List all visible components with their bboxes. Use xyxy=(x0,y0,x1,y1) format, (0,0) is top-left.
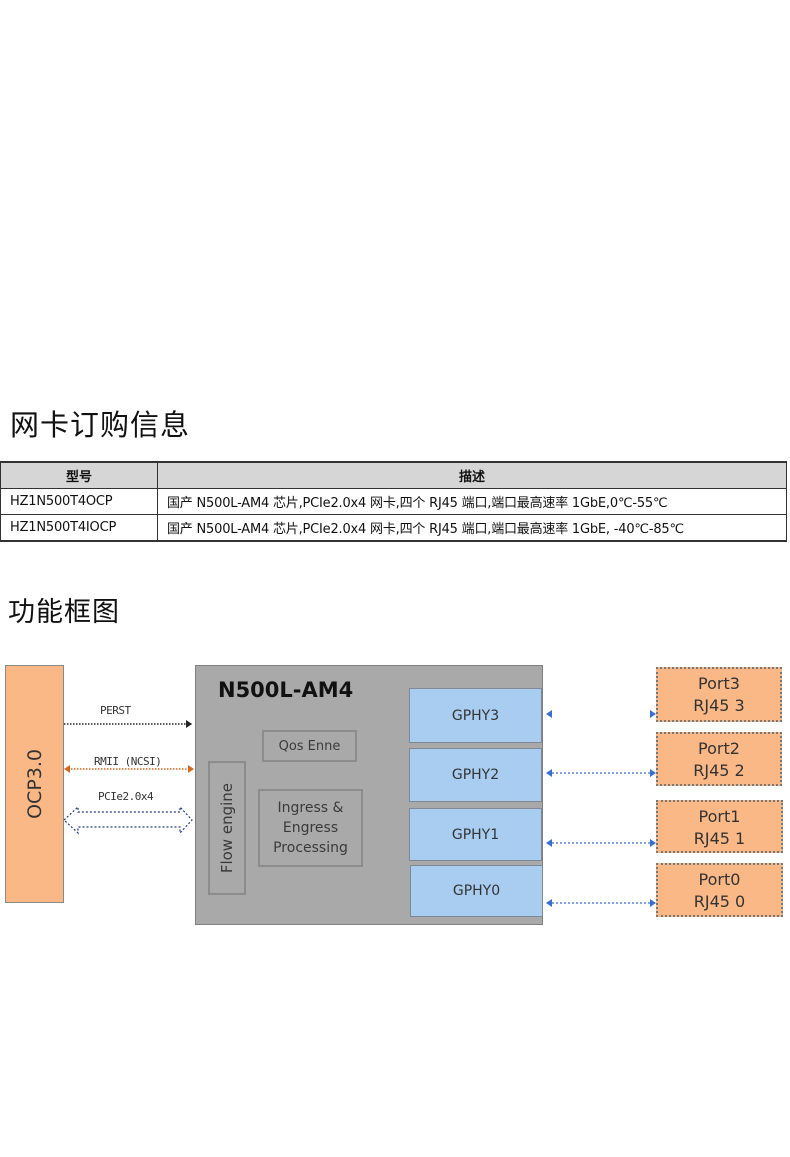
port0-jack: RJ45 0 xyxy=(693,892,746,911)
port2-block: Port2 RJ45 2 xyxy=(656,732,782,786)
port1-name: Port1 xyxy=(698,807,741,826)
gphy3-block: GPHY3 xyxy=(409,688,542,743)
port3-arrowhead-right xyxy=(650,710,656,718)
column-header-model: 型号 xyxy=(0,461,158,489)
port2-jack: RJ45 2 xyxy=(693,761,745,780)
port1-jack: RJ45 1 xyxy=(693,829,746,848)
port1-block: Port1 RJ45 1 xyxy=(656,800,783,853)
perst-arrowhead xyxy=(186,720,192,728)
port3-arrowhead-left xyxy=(546,710,552,718)
model-cell: HZ1N500T4OCP xyxy=(0,488,158,515)
table-row: HZ1N500T4OCP 国产 N500L-AM4 芯片,PCIe2.0x4 网… xyxy=(0,488,787,515)
port0-block: Port0 RJ45 0 xyxy=(656,863,783,917)
pcie-link xyxy=(63,805,193,835)
order-info-title: 网卡订购信息 xyxy=(10,408,191,442)
table-header-row: 型号 描述 xyxy=(0,461,787,489)
description-cell: 国产 N500L-AM4 芯片,PCIe2.0x4 网卡,四个 RJ45 端口,… xyxy=(157,488,787,515)
qos-engine-label: Qos Enne xyxy=(278,738,341,754)
ncsi-arrowhead-right xyxy=(188,765,194,773)
function-diagram-title: 功能框图 xyxy=(8,597,120,628)
flow-engine-block: Flow engine xyxy=(208,761,246,895)
port2-name: Port2 xyxy=(698,739,740,758)
ncsi-arrowhead-left xyxy=(64,765,70,773)
ocp-host-block: OCP3.0 xyxy=(5,665,64,903)
gphy0-block: GPHY0 xyxy=(410,865,543,917)
port3-block: Port3 RJ45 3 xyxy=(656,667,782,722)
gphy2-label: GPHY2 xyxy=(451,767,500,783)
description-cell: 国产 N500L-AM4 芯片,PCIe2.0x4 网卡,四个 RJ45 端口,… xyxy=(157,514,787,542)
link-lines xyxy=(63,710,656,907)
port-links xyxy=(546,710,656,907)
pcie-label: PCIe2.0x4 xyxy=(98,790,154,803)
flow-engine-label: Flow engine xyxy=(218,782,236,874)
port2-arrowhead-right xyxy=(650,769,656,777)
port3-jack: RJ45 3 xyxy=(693,696,745,715)
table-row: HZ1N500T4IOCP 国产 N500L-AM4 芯片,PCIe2.0x4 … xyxy=(0,514,787,542)
order-table: 型号 描述 HZ1N500T4OCP 国产 N500L-AM4 芯片,PCIe2… xyxy=(0,461,787,542)
gphy3-label: GPHY3 xyxy=(451,707,500,724)
perst-label: PERST xyxy=(100,704,131,717)
chip-name: N500L-AM4 xyxy=(218,678,354,702)
ncsi-label: RMII (NCSI) xyxy=(94,755,162,768)
ingress-engress-label: Ingress & Engress Processing xyxy=(273,800,348,856)
port0-arrowhead-right xyxy=(650,899,656,907)
port1-arrowhead-right xyxy=(650,839,656,847)
block-diagram: OCP3.0 PERST RMII (NCSI) PCIe2.0x xyxy=(0,660,790,930)
port1-arrowhead-left xyxy=(546,839,552,847)
ingress-engress-block: Ingress & Engress Processing xyxy=(258,789,363,867)
gphy1-label: GPHY1 xyxy=(451,826,500,843)
gphy0-label: GPHY0 xyxy=(452,883,501,899)
port3-name: Port3 xyxy=(698,674,740,693)
gphy2-block: GPHY2 xyxy=(409,748,542,802)
column-header-description: 描述 xyxy=(157,461,787,489)
port0-name: Port0 xyxy=(698,870,741,889)
chip-block: N500L-AM4 Qos Enne Flow engine Ingress &… xyxy=(195,665,543,925)
model-cell: HZ1N500T4IOCP xyxy=(0,514,158,542)
port0-arrowhead-left xyxy=(546,899,552,907)
port2-arrowhead-left xyxy=(546,769,552,777)
qos-engine-block: Qos Enne xyxy=(262,730,357,762)
gphy1-block: GPHY1 xyxy=(409,808,542,861)
